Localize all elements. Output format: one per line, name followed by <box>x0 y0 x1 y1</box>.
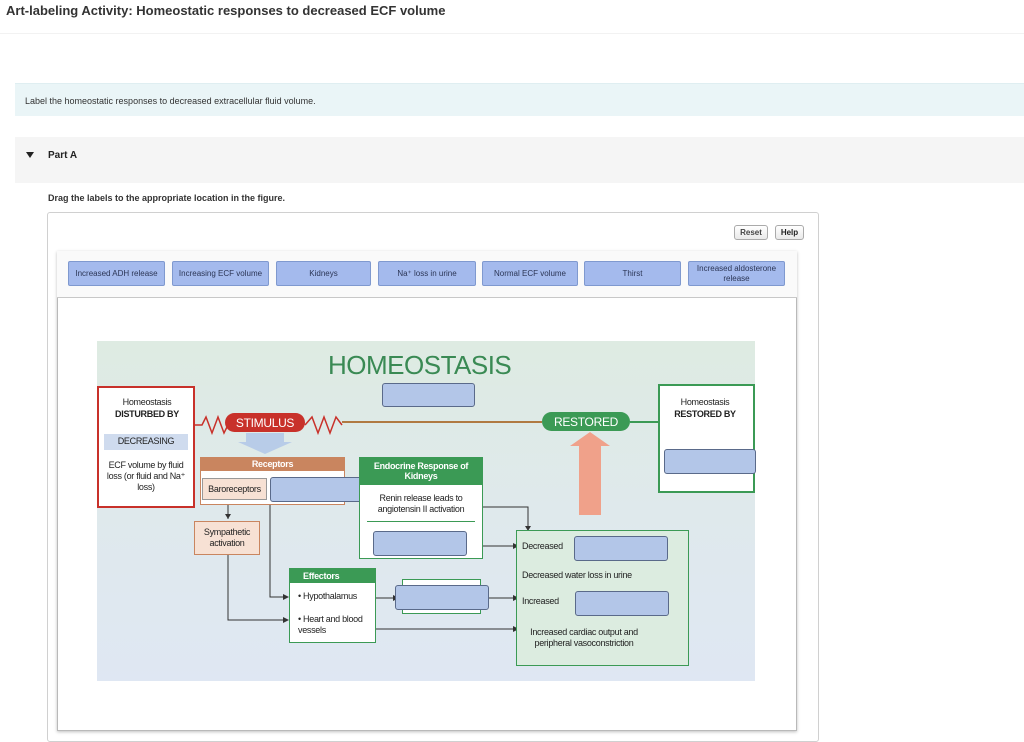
drag-label-aldosterone[interactable]: Increased aldosterone release <box>688 261 785 286</box>
caret-down-icon[interactable] <box>26 152 34 158</box>
drop-zone-endocrine[interactable] <box>373 531 467 556</box>
stimulus-badge: STIMULUS <box>225 413 305 432</box>
part-a-header[interactable]: Part A <box>15 137 1024 183</box>
restored-by-line2: RESTORED BY <box>674 409 736 419</box>
drop-zone-increased[interactable] <box>575 591 669 616</box>
drag-label-adh[interactable]: Increased ADH release <box>68 261 165 286</box>
drop-zone-middle[interactable] <box>395 585 489 610</box>
instructions-text: Label the homeostatic responses to decre… <box>25 96 316 106</box>
result-increased: Increased <box>522 596 559 606</box>
effectors-box <box>289 583 376 643</box>
receptors-header: Receptors <box>200 457 345 471</box>
drag-label-normal-ecf[interactable]: Normal ECF volume <box>482 261 578 286</box>
reset-button[interactable]: Reset <box>734 225 768 240</box>
drag-label-kidneys[interactable]: Kidneys <box>276 261 371 286</box>
endocrine-divider <box>367 521 475 522</box>
drag-instruction: Drag the labels to the appropriate locat… <box>48 193 286 203</box>
drop-zone-restored-by[interactable] <box>664 449 756 474</box>
drop-zone-decreased[interactable] <box>574 536 668 561</box>
part-a-label: Part A <box>48 150 78 161</box>
result-decreased: Decreased <box>522 541 563 551</box>
instructions-bar: Label the homeostatic responses to decre… <box>15 83 1024 116</box>
effector-heart: • Heart and blood vessels <box>298 614 363 635</box>
baroreceptors-label: Baroreceptors <box>202 478 267 500</box>
drag-label-thirst[interactable]: Thirst <box>584 261 681 286</box>
restored-by-box <box>658 384 755 493</box>
sympathetic-box: Sympathetic activation <box>194 521 260 555</box>
page-title: Art-labeling Activity: Homeostatic respo… <box>6 3 446 18</box>
restored-badge: RESTORED <box>542 412 630 431</box>
disturbed-desc: ECF volume by fluid loss (or fluid and N… <box>106 460 186 492</box>
decreasing-arrow <box>104 434 188 450</box>
result-water-loss: Decreased water loss in urine <box>522 570 632 580</box>
result-cardiac: Increased cardiac output and peripheral … <box>530 627 638 648</box>
decreasing-label: DECREASING <box>117 436 175 446</box>
disturbed-line2: DISTURBED BY <box>115 409 179 419</box>
endocrine-header: Endocrine Response of Kidneys <box>359 457 483 485</box>
restored-by-line1: Homeostasis <box>680 397 730 407</box>
drop-zone-receptors[interactable] <box>270 477 363 502</box>
help-button[interactable]: Help <box>775 225 804 240</box>
drag-label-na-loss[interactable]: Na⁺ loss in urine <box>378 261 476 286</box>
drag-label-increasing-ecf[interactable]: Increasing ECF volume <box>172 261 269 286</box>
endocrine-text: Renin release leads to angiotensin II ac… <box>377 493 465 514</box>
effector-hypothalamus: • Hypothalamus <box>298 591 357 601</box>
drop-zone-homeostasis[interactable] <box>382 383 475 407</box>
divider <box>0 33 1024 34</box>
figure-title: HOMEOSTASIS <box>328 350 512 380</box>
effectors-header: Effectors <box>289 568 376 583</box>
disturbed-line1: Homeostasis <box>122 397 172 407</box>
